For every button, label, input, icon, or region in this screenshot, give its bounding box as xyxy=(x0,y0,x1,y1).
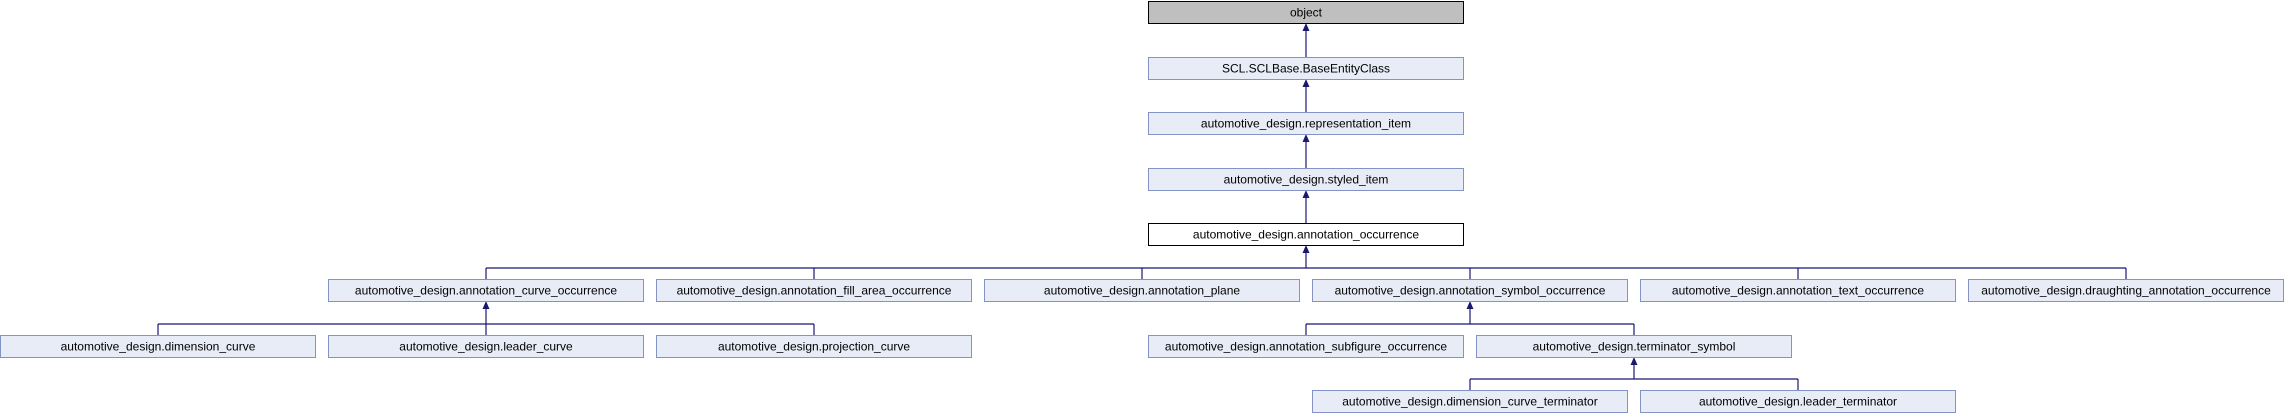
node-box xyxy=(984,279,1300,302)
class-node-annot: automotive_design.annotation_occurrence xyxy=(1148,223,1464,246)
arrowhead xyxy=(1302,190,1310,198)
node-box xyxy=(1968,279,2284,302)
node-label: automotive_design.draughting_annotation_… xyxy=(1981,284,2271,298)
edge-to-annot xyxy=(485,245,2127,279)
arrowhead xyxy=(1302,79,1310,87)
class-node-term-symbol[interactable]: automotive_design.terminator_symbol xyxy=(1476,335,1792,358)
edge-to-symbol_occ xyxy=(1305,301,1635,335)
edge-to-curve_occ xyxy=(157,301,815,335)
arrowhead xyxy=(1302,134,1310,142)
class-node-dim-curve[interactable]: automotive_design.dimension_curve xyxy=(0,335,316,358)
edge-to-object xyxy=(1302,23,1310,57)
class-node-dim-term[interactable]: automotive_design.dimension_curve_termin… xyxy=(1312,390,1628,413)
class-node-fill-area[interactable]: automotive_design.annotation_fill_area_o… xyxy=(656,279,972,302)
node-label: automotive_design.leader_curve xyxy=(399,340,573,354)
class-node-proj-curve[interactable]: automotive_design.projection_curve xyxy=(656,335,972,358)
class-node-plane[interactable]: automotive_design.annotation_plane xyxy=(984,279,1300,302)
arrowhead xyxy=(1630,357,1638,365)
node-box xyxy=(0,335,316,358)
node-box xyxy=(1148,168,1464,191)
class-node-symbol-occ[interactable]: automotive_design.annotation_symbol_occu… xyxy=(1312,279,1628,302)
node-label: automotive_design.annotation_text_occurr… xyxy=(1672,284,1924,298)
class-node-leader-term[interactable]: automotive_design.leader_terminator xyxy=(1640,390,1956,413)
node-label: automotive_design.representation_item xyxy=(1201,117,1411,131)
arrowhead xyxy=(1302,23,1310,31)
node-label: automotive_design.terminator_symbol xyxy=(1533,340,1736,354)
class-node-styled[interactable]: automotive_design.styled_item xyxy=(1148,168,1464,191)
node-box xyxy=(1476,335,1792,358)
node-label: automotive_design.styled_item xyxy=(1224,173,1389,187)
node-box xyxy=(1148,223,1464,246)
node-box xyxy=(656,335,972,358)
node-label: automotive_design.leader_terminator xyxy=(1699,395,1897,409)
node-label: automotive_design.annotation_subfigure_o… xyxy=(1165,340,1448,354)
arrowhead xyxy=(482,301,490,309)
node-label: SCL.SCLBase.BaseEntityClass xyxy=(1222,62,1390,76)
node-box xyxy=(1148,112,1464,135)
node-box xyxy=(1148,57,1464,80)
node-box xyxy=(328,335,644,358)
edge-to-rep xyxy=(1302,134,1310,168)
class-node-curve-occ[interactable]: automotive_design.annotation_curve_occur… xyxy=(328,279,644,302)
node-box xyxy=(1312,279,1628,302)
class-node-object: object xyxy=(1148,1,1464,24)
arrowhead xyxy=(1302,245,1310,253)
class-node-draughting[interactable]: automotive_design.draughting_annotation_… xyxy=(1968,279,2284,302)
inheritance-edges xyxy=(157,23,2127,390)
node-box xyxy=(1640,390,1956,413)
arrowhead xyxy=(1466,301,1474,309)
node-box xyxy=(1640,279,1956,302)
class-node-leader-curve[interactable]: automotive_design.leader_curve xyxy=(328,335,644,358)
node-label: automotive_design.annotation_symbol_occu… xyxy=(1335,284,1606,298)
class-node-base[interactable]: SCL.SCLBase.BaseEntityClass xyxy=(1148,57,1464,80)
node-label: automotive_design.annotation_occurrence xyxy=(1193,228,1419,242)
node-label: automotive_design.projection_curve xyxy=(718,340,910,354)
node-box xyxy=(1148,1,1464,24)
node-label: object xyxy=(1290,6,1323,20)
node-label: automotive_design.annotation_curve_occur… xyxy=(355,284,617,298)
class-node-rep[interactable]: automotive_design.representation_item xyxy=(1148,112,1464,135)
class-node-subfigure[interactable]: automotive_design.annotation_subfigure_o… xyxy=(1148,335,1464,358)
node-box xyxy=(1148,335,1464,358)
edge-to-term_symbol xyxy=(1469,357,1799,390)
node-box xyxy=(1312,390,1628,413)
node-label: automotive_design.annotation_fill_area_o… xyxy=(677,284,952,298)
class-node-text-occ[interactable]: automotive_design.annotation_text_occurr… xyxy=(1640,279,1956,302)
edge-to-styled xyxy=(1302,190,1310,223)
node-label: automotive_design.annotation_plane xyxy=(1044,284,1240,298)
edge-to-base xyxy=(1302,79,1310,112)
node-label: automotive_design.dimension_curve xyxy=(61,340,256,354)
node-box xyxy=(656,279,972,302)
node-label: automotive_design.dimension_curve_termin… xyxy=(1342,395,1597,409)
node-box xyxy=(328,279,644,302)
